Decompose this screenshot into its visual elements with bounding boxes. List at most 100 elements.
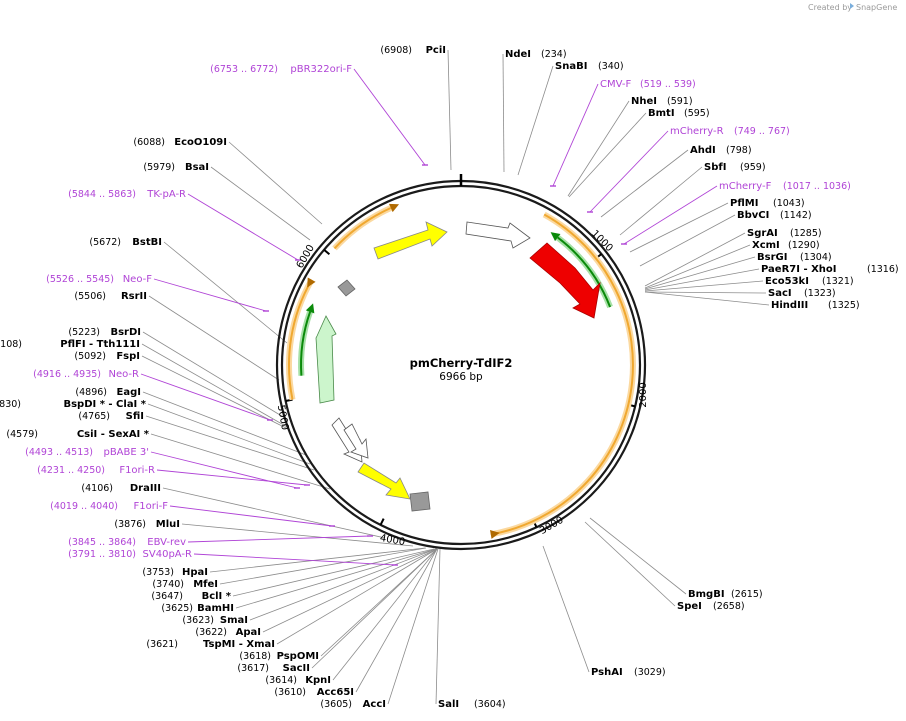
feature-mcherry[interactable] — [529, 242, 601, 319]
green-arc-neo — [300, 311, 312, 376]
enzyme-site[interactable]: BstBI(5672) — [89, 237, 162, 248]
enzyme-site[interactable]: SfiI(4765) — [78, 411, 144, 422]
enzyme-site[interactable]: BspDI * - ClaI *(4830) — [0, 399, 147, 410]
primer-site[interactable]: TK-pA-R(5844 .. 5863) — [68, 189, 186, 200]
enzyme-name: CsiI - SexAI * — [77, 429, 150, 440]
enzyme-position: (3618) — [239, 651, 271, 662]
enzyme-position: (4106) — [81, 483, 113, 494]
enzyme-site[interactable]: DraIII(4106) — [81, 483, 161, 494]
enzyme-site[interactable]: NdeI(234) — [505, 49, 567, 60]
feature-ampr-promoter[interactable] — [343, 423, 369, 459]
enzyme-name: PaeR7I - XhoI — [761, 264, 837, 275]
enzyme-site[interactable]: ApaI(3622) — [195, 627, 261, 638]
enzyme-site[interactable]: PshAI(3029) — [591, 667, 666, 678]
primer-position: (4493 .. 4513) — [25, 447, 93, 458]
primer-site[interactable]: SV40pA-R(3791 .. 3810) — [68, 549, 192, 560]
enzyme-name: PciI — [426, 45, 446, 56]
enzyme-site[interactable]: FspI(5092) — [74, 351, 140, 362]
enzyme-site[interactable]: BmtI(595) — [648, 108, 710, 119]
enzyme-site[interactable]: BsrDI(5223) — [68, 327, 141, 338]
enzyme-site[interactable]: BclI *(3647) — [151, 591, 231, 602]
enzyme-site[interactable]: SacI(1323) — [768, 288, 836, 299]
enzyme-site[interactable]: EcoO109I(6088) — [133, 137, 227, 148]
primer-site[interactable]: pBR322ori-F(6753 .. 6772) — [210, 64, 352, 75]
primer-leader-line — [193, 553, 396, 566]
primer-site[interactable]: Neo-F(5526 .. 5545) — [46, 274, 152, 285]
feature-neo[interactable] — [315, 315, 337, 404]
enzyme-site[interactable]: Eco53kI(1321) — [765, 276, 854, 287]
enzyme-leader-line — [150, 433, 331, 490]
enzyme-position: (798) — [726, 145, 752, 156]
enzyme-site[interactable]: AhdI (798) — [690, 145, 752, 156]
primer-position: (5844 .. 5863) — [68, 189, 136, 200]
feature-ori[interactable] — [373, 221, 448, 260]
enzyme-name: SalI — [438, 699, 459, 710]
enzyme-site[interactable]: RsrII(5506) — [74, 291, 147, 302]
primer-site[interactable]: pBABE 3'(4493 .. 4513) — [25, 447, 149, 458]
enzyme-leader-line — [163, 241, 288, 344]
feature-hsv-tk[interactable] — [337, 279, 356, 297]
primer-site[interactable]: mCherry-F(1017 .. 1036) — [719, 181, 851, 192]
enzyme-name: AhdI — [690, 145, 716, 156]
enzyme-leader-line — [228, 141, 323, 225]
enzyme-site[interactable]: KpnI(3614) — [265, 675, 331, 686]
enzyme-leader-line — [219, 547, 427, 585]
primer-position: (519 .. 539) — [640, 79, 696, 90]
primer-site[interactable]: Neo-R(4916 .. 4935) — [33, 369, 139, 380]
enzyme-site[interactable]: HindIII(1325) — [771, 300, 860, 311]
enzyme-site[interactable]: SpeI(2658) — [677, 601, 745, 612]
enzyme-site[interactable]: BamHI(3625) — [161, 603, 234, 614]
enzyme-site[interactable]: SnaBI(340) — [555, 61, 624, 72]
primer-name: mCherry-F — [719, 181, 772, 192]
enzyme-site[interactable]: SbfI(959) — [704, 162, 766, 173]
enzyme-site[interactable]: TspMI - XmaI(3621) — [146, 639, 275, 650]
enzyme-site[interactable]: PaeR7I - XhoI(1316) — [761, 264, 899, 275]
enzyme-site[interactable]: SmaI(3623) — [182, 615, 248, 626]
label-leader-lines — [140, 49, 770, 705]
enzyme-site[interactable]: MfeI(3740) — [152, 579, 218, 590]
primer-site[interactable]: F1ori-F(4019 .. 4040) — [50, 501, 168, 512]
primer-site[interactable]: mCherry-R(749 .. 767) — [670, 126, 790, 137]
enzyme-site[interactable]: Acc65I(3610) — [274, 687, 354, 698]
enzyme-site[interactable]: PflFI - Tth111I(5108) — [0, 339, 140, 350]
primer-site[interactable]: CMV-F(519 .. 539) — [600, 79, 696, 90]
enzyme-site[interactable]: XcmI(1290) — [752, 240, 820, 251]
feature-cmv-enhancer[interactable] — [465, 221, 531, 249]
primer-site[interactable]: EBV-rev(3845 .. 3864) — [68, 537, 186, 548]
plasmid-name: pmCherry-TdIF2 — [410, 356, 513, 370]
tick-mark-6000 — [323, 248, 331, 256]
enzyme-site[interactable]: BbvCI(1142) — [737, 210, 812, 221]
enzyme-name: BamHI — [197, 603, 234, 614]
enzyme-site[interactable]: MluI(3876) — [114, 519, 180, 530]
enzyme-site[interactable]: BsaI(5979) — [143, 162, 209, 173]
site-labels: PciI(6908)NdeI(234)SnaBI(340)NheI(591)Bm… — [0, 45, 899, 710]
enzyme-site[interactable]: HpaI(3753) — [142, 567, 208, 578]
enzyme-site[interactable]: AccI(3605) — [320, 699, 386, 710]
enzyme-position: (3029) — [634, 667, 666, 678]
enzyme-site[interactable]: PciI(6908) — [380, 45, 446, 56]
enzyme-site[interactable]: CsiI - SexAI *(4579) — [6, 429, 149, 440]
orf-neo — [288, 279, 313, 400]
enzyme-site[interactable]: EagI(4896) — [75, 387, 141, 398]
enzyme-name: SpeI — [677, 601, 702, 612]
enzyme-position: (5223) — [68, 327, 100, 338]
enzyme-position: (4830) — [0, 399, 21, 410]
enzyme-site[interactable]: PspOMI(3618) — [239, 651, 319, 662]
enzyme-site[interactable]: BsrGI(1304) — [757, 252, 832, 263]
feature-sv40-polya[interactable] — [409, 491, 431, 512]
primer-name: F1ori-R — [119, 465, 155, 476]
enzyme-leader-line — [235, 548, 437, 609]
enzyme-site[interactable]: SacII(3617) — [237, 663, 310, 674]
enzyme-site[interactable]: PflMI(1043) — [730, 198, 805, 209]
feature-f1-ori[interactable] — [357, 462, 411, 500]
enzyme-position: (3753) — [142, 567, 174, 578]
enzyme-site[interactable]: SgrAI(1285) — [747, 228, 822, 239]
features-layer — [315, 221, 601, 512]
enzyme-leader-line — [447, 49, 452, 171]
enzyme-site[interactable]: SalI(3604) — [438, 699, 506, 710]
enzyme-site[interactable]: BmgBI(2615) — [688, 589, 763, 600]
enzyme-name: BsaI — [185, 162, 209, 173]
primer-site[interactable]: F1ori-R(4231 .. 4250) — [37, 465, 155, 476]
enzyme-site[interactable]: NheI(591) — [631, 96, 693, 107]
